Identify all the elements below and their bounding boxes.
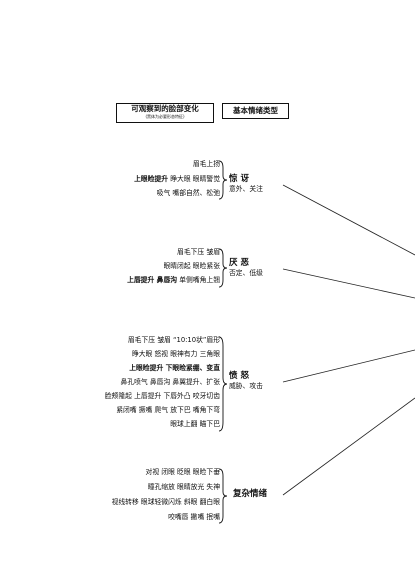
feature-text: 眉毛上扬 [192,160,220,168]
feature-text-bold: 上唇提升 鼻唇沟 [127,276,178,284]
brace-anger [218,336,228,432]
emotion-title: 复杂情绪 [233,489,268,499]
emotion-desc: 意外、关注 [229,185,263,193]
feature-line: 吸气 嘴部自然、松弛 [157,189,220,198]
feature-line: 对视 闭眼 眨眼 眼睑下垂 [146,468,220,477]
feature-line: 紧闭嘴 撅嘴 爬气 放下巴 嘴角下弯 [116,406,220,415]
feature-text: 睁大眼 怒视 眼神有力 三角眼 [131,350,220,358]
group-anger: 眉毛下压 皱眉 “10:10状”眉形 睁大眼 怒视 眼神有力 三角眼 上眼睑提升… [20,336,220,436]
brace-complex [218,468,228,524]
emotion-types-header: 基本情绪类型 [222,103,289,119]
feature-text-bold: 上眼睑提升 [134,175,169,183]
brace-surprise [218,160,228,200]
feature-line: 眉毛上扬 [193,160,220,169]
feature-line: 鼻孔喷气 鼻唇沟 鼻翼提升、扩张 [121,378,220,387]
feature-line: 眉毛下压 皱眉 [177,248,220,257]
feature-line: 视线转移 眼球轻微闪烁 斜眼 翻白眼 [112,498,220,507]
group-complex: 对视 闭眼 眨眼 眼睑下垂 瞳孔缩放 眼睛放光 失神 视线转移 眼球轻微闪烁 斜… [20,468,220,524]
emotion-title: 厌恶 [229,258,253,268]
connector-anger [282,349,415,383]
emotion-title: 愤怒 [229,371,253,381]
group-surprise: 眉毛上扬 上眼睑提升 睁大眼 眼睛警觉 吸气 嘴部自然、松弛 [60,160,220,200]
connector-complex [282,397,415,496]
feature-text: 眉毛下压 皱眉 “10:10状”眉形 [127,336,220,344]
emotion-surprise: 惊讶 意外、关注 [229,174,263,194]
feature-text: 睁大眼 眼睛警觉 [168,175,220,183]
feature-text: 鼻孔喷气 鼻唇沟 鼻翼提升、扩张 [120,378,220,386]
feature-text-bold: 上眼睑提升 下眼睑紧绷、变直 [129,364,220,372]
feature-text: 脸颊隆起 上唇提升 下唇外凸 咬牙切齿 [104,392,220,400]
feature-text: 瞳孔缩放 眼睛放光 失神 [147,483,220,491]
feature-text: 眼球上翻 瞄下巴 [170,420,220,428]
feature-text: 紧闭嘴 撅嘴 爬气 放下巴 嘴角下弯 [116,406,220,414]
facial-changes-subtitle: (黑体为必要形态特征) [145,114,185,119]
feature-text: 对视 闭眼 眨眼 眼睑下垂 [145,468,220,476]
feature-line: 上眼睑提升 睁大眼 眼睛警觉 [134,175,220,184]
feature-text: 咬嘴唇 撇嘴 抿嘴 [168,513,220,521]
feature-line: 咬嘴唇 撇嘴 抿嘴 [168,513,220,522]
feature-line: 上眼睑提升 下眼睑紧绷、变直 [129,364,220,373]
feature-text: 眼睛闭起 眼睑紧张 [163,262,220,270]
brace-disgust [218,248,228,288]
feature-line: 脸颊隆起 上唇提升 下唇外凸 咬牙切齿 [105,392,220,401]
facial-changes-header: 可观察到的脸部变化 (黑体为必要形态特征) [116,103,214,123]
facial-changes-title: 可观察到的脸部变化 [131,104,199,113]
emotion-desc: 威胁、攻击 [229,382,263,390]
emotion-desc: 否定、低级 [229,269,263,277]
emotion-disgust: 厌恶 否定、低级 [229,258,263,278]
connector-disgust [282,268,415,299]
feature-line: 眼睛闭起 眼睑紧张 [163,262,220,271]
feature-line: 睁大眼 怒视 眼神有力 三角眼 [132,350,220,359]
feature-text: 单侧嘴角上翘 [177,276,220,284]
feature-text: 吸气 嘴部自然、松弛 [156,189,220,197]
feature-line: 瞳孔缩放 眼睛放光 失神 [148,483,220,492]
group-disgust: 眉毛下压 皱眉 眼睛闭起 眼睑紧张 上唇提升 鼻唇沟 单侧嘴角上翘 [60,248,220,288]
feature-text: 视线转移 眼球轻微闪烁 斜眼 翻白眼 [111,498,220,506]
emotion-types-title: 基本情绪类型 [233,106,278,115]
feature-line: 上唇提升 鼻唇沟 单侧嘴角上翘 [127,276,220,285]
connector-surprise [282,184,415,256]
emotion-title: 惊讶 [229,174,253,184]
feature-line: 眼球上翻 瞄下巴 [170,420,220,429]
feature-line: 眉毛下压 皱眉 “10:10状”眉形 [128,336,220,345]
feature-text: 眉毛下压 皱眉 [177,248,220,256]
emotion-anger: 愤怒 威胁、攻击 [229,371,263,391]
emotion-complex: 复杂情绪 [233,489,267,500]
